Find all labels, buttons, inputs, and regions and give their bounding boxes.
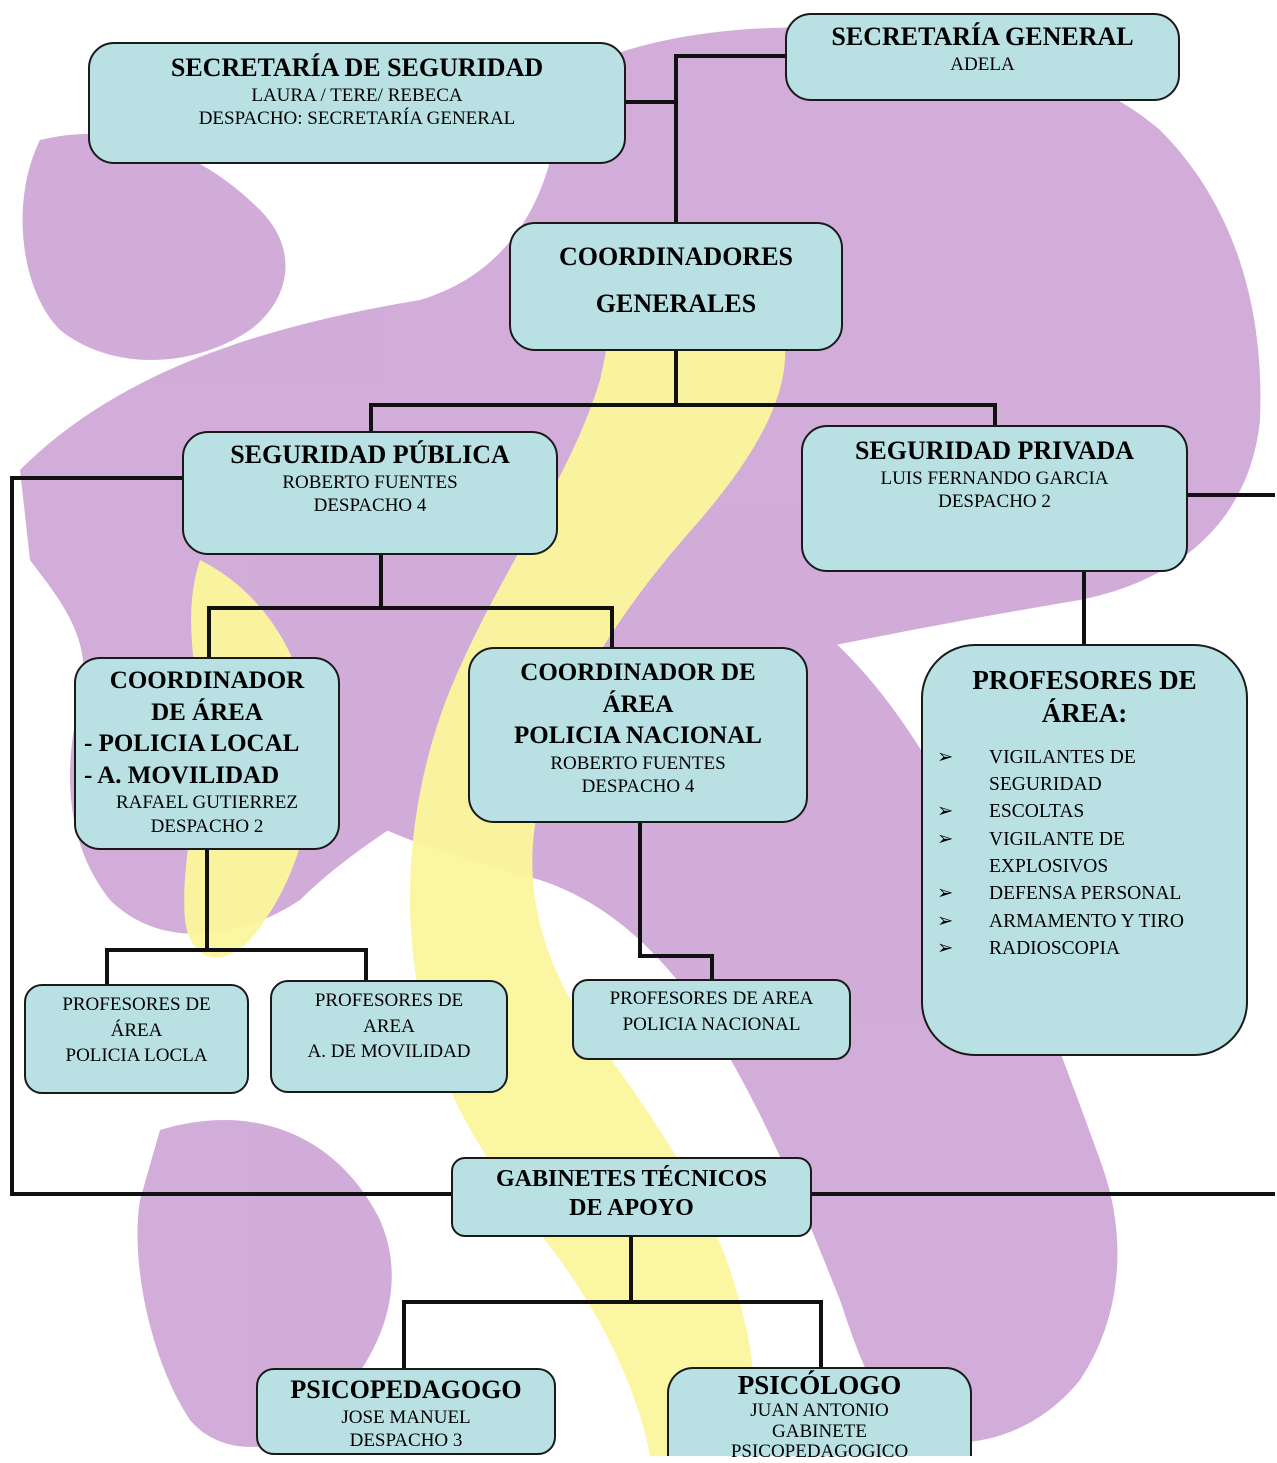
prof-movilidad-line-3: A. DE MOVILIDAD (307, 1041, 471, 1063)
coord-nacional-title-line-3: POLICIA NACIONAL (514, 722, 762, 749)
profesores-policia-nacional-box: PROFESORES DE AREA POLICIA NACIONAL (572, 979, 851, 1060)
psicologo-name: JUAN ANTONIO (750, 1399, 889, 1421)
coord-local-title-line-1: COORDINADOR (109, 667, 305, 694)
connector-right-outer (808, 493, 1275, 1196)
prof-movilidad-line-1: PROFESORES DE (314, 990, 464, 1011)
coordinadores-generales-box: COORDINADORES GENERALES (509, 222, 843, 351)
arrow-bullet-icon: ➢ (937, 828, 954, 850)
psicopedagogo-box: PSICOPEDAGOGO JOSE MANUEL DESPACHO 3 (256, 1368, 556, 1455)
connector-gabinetes (402, 1234, 823, 1372)
seguridad-publica-name: ROBERTO FUENTES (282, 471, 458, 493)
secretaria-de-seguridad-title: SECRETARÍA DE SEGURIDAD (170, 53, 544, 82)
gabinetes-tecnicos-box: GABINETES TÉCNICOS DE APOYO (451, 1157, 812, 1237)
coord-nacional-title-line-2: ÁREA (602, 690, 674, 718)
seguridad-publica-title: SEGURIDAD PÚBLICA (230, 440, 510, 469)
coord-nacional-title-line-1: COORDINADOR DE (520, 659, 756, 686)
list-item: ➢ESCOLTAS (923, 798, 1246, 825)
coord-local-name: RAFAEL GUTIERREZ (115, 792, 299, 813)
profesores-privada-list: ➢VIGILANTES DE SEGURIDAD ➢ESCOLTAS ➢VIGI… (923, 744, 1246, 962)
profesores-movilidad-box: PROFESORES DE AREA A. DE MOVILIDAD (270, 980, 508, 1093)
psicopedagogo-name: JOSE MANUEL (341, 1406, 471, 1428)
profesores-privada-title-line-2: ÁREA: (1041, 697, 1128, 728)
secretaria-general-name: ADELA (950, 53, 1015, 75)
psicologo-box: PSICÓLOGO JUAN ANTONIO GABINETE PSICOPED… (667, 1367, 972, 1462)
secretaria-general-box: SECRETARÍA GENERAL ADELA (785, 13, 1180, 101)
coordinador-policia-local-box: COORDINADOR DE ÁREA - POLICIA LOCAL - A.… (74, 657, 340, 850)
coord-nacional-office: DESPACHO 4 (581, 776, 695, 798)
seguridad-publica-box: SEGURIDAD PÚBLICA ROBERTO FUENTES DESPAC… (182, 431, 558, 555)
prof-local-line-2: ÁREA (110, 1019, 163, 1041)
connector-seguridad-publica (207, 553, 614, 663)
coord-nacional-name: ROBERTO FUENTES (550, 752, 726, 774)
connector-policia-nacional (638, 821, 714, 982)
prof-nacional-line-1: PROFESORES DE AREA (609, 988, 814, 1009)
prof-movilidad-line-2: AREA (363, 1015, 415, 1037)
gabinetes-title-line-2: DE APOYO (569, 1195, 694, 1222)
coordinadores-generales-title-line-1: COORDINADORES (558, 242, 794, 271)
connector-coordinadores-areas (369, 348, 997, 434)
coord-local-title-line-2: DE ÁREA (151, 698, 263, 726)
connector-secretarias (622, 54, 789, 226)
list-item: ➢DEFENSA PERSONAL (923, 880, 1246, 907)
list-item: ➢VIGILANTE DE EXPLOSIVOS (923, 826, 1246, 881)
secretaria-general-title: SECRETARÍA GENERAL (831, 22, 1134, 51)
coord-local-office: DESPACHO 2 (150, 815, 264, 837)
coordinador-policia-nacional-box: COORDINADOR DE ÁREA POLICIA NACIONAL ROB… (468, 647, 808, 823)
coordinadores-generales-title-line-2: GENERALES (595, 288, 757, 318)
connector-policia-local (105, 848, 368, 987)
psicologo-title: PSICÓLOGO (737, 1370, 902, 1400)
seguridad-privada-box: SEGURIDAD PRIVADA LUIS FERNANDO GARCIA D… (801, 425, 1188, 572)
profesores-privada-title-line-1: PROFESORES DE (972, 665, 1197, 695)
coord-local-title-line-3: - POLICIA LOCAL (84, 730, 300, 757)
list-item: ➢ARMAMENTO Y TIRO (923, 908, 1246, 935)
psicopedagogo-title: PSICOPEDAGOGO (290, 1375, 522, 1404)
psicologo-line-2: GABINETE (772, 1420, 867, 1442)
secretaria-de-seguridad-office: DESPACHO: SECRETARÍA GENERAL (198, 107, 516, 129)
secretaria-de-seguridad-staff: LAURA / TERE/ REBECA (251, 84, 463, 106)
psicopedagogo-office: DESPACHO 3 (349, 1429, 463, 1451)
gabinetes-title-line-1: GABINETES TÉCNICOS (496, 1166, 767, 1192)
prof-nacional-line-2: POLICIA NACIONAL (622, 1013, 801, 1035)
seguridad-publica-office: DESPACHO 4 (313, 494, 427, 516)
profesores-policia-local-box: PROFESORES DE ÁREA POLICIA LOCLA (24, 984, 249, 1094)
connector-left-outer (10, 476, 455, 1196)
psicologo-line-3: PSICOPEDAGOGICO (730, 1441, 909, 1463)
prof-local-line-1: PROFESORES DE (62, 994, 211, 1015)
coord-local-title-line-4: - A. MOVILIDAD (84, 761, 280, 789)
secretaria-de-seguridad-box: SECRETARÍA DE SEGURIDAD LAURA / TERE/ RE… (88, 42, 626, 164)
seguridad-privada-title: SEGURIDAD PRIVADA (854, 436, 1135, 465)
arrow-bullet-icon: ➢ (937, 801, 954, 823)
arrow-bullet-icon: ➢ (937, 883, 954, 905)
prof-local-line-3: POLICIA LOCLA (65, 1045, 208, 1067)
profesores-seguridad-privada-box: PROFESORES DE ÁREA: ➢VIGILANTES DE SEGUR… (921, 644, 1248, 1056)
seguridad-privada-name: LUIS FERNANDO GARCIA (880, 467, 1109, 489)
list-item: ➢RADIOSCOPIA (923, 935, 1246, 962)
list-item: ➢VIGILANTES DE SEGURIDAD (923, 744, 1246, 799)
seguridad-privada-office: DESPACHO 2 (938, 490, 1051, 512)
arrow-bullet-icon: ➢ (937, 746, 954, 768)
arrow-bullet-icon: ➢ (937, 937, 954, 959)
arrow-bullet-icon: ➢ (937, 910, 954, 932)
